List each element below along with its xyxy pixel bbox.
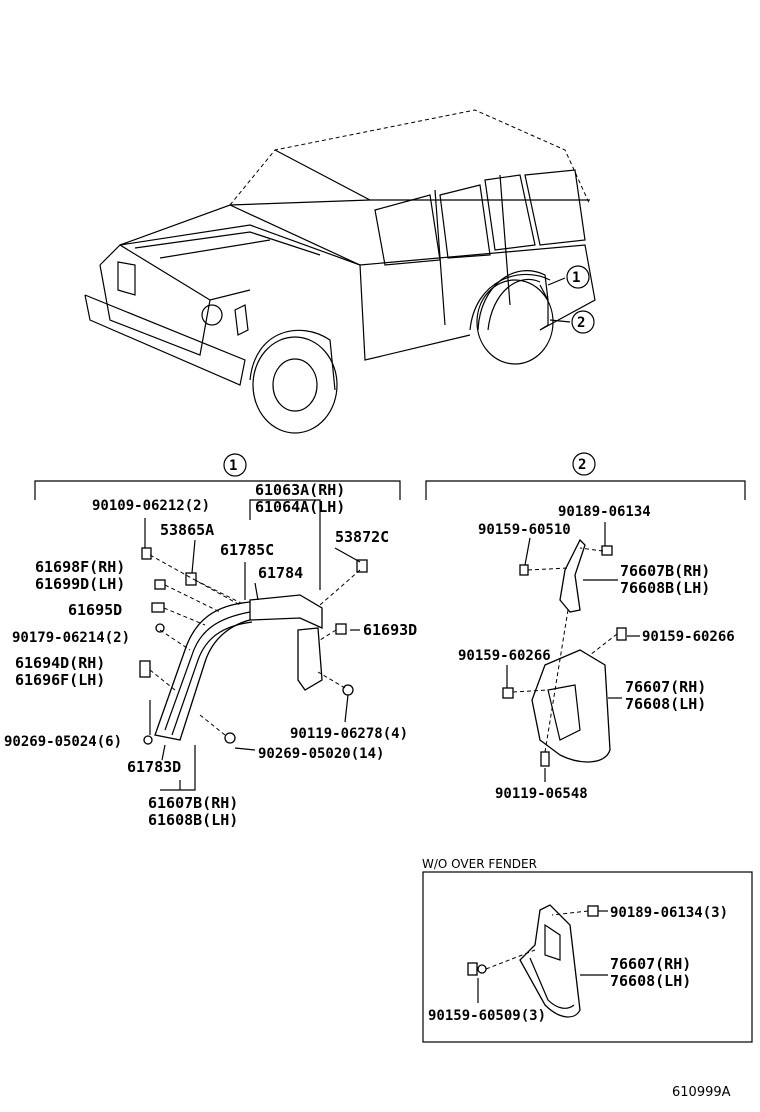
callout-2-top: 2 — [577, 315, 585, 331]
label-90109: 90109-06212(2) — [92, 498, 210, 514]
label-90179: 90179-06214(2) — [12, 630, 130, 646]
label-61698F: 61698F(RH) — [35, 558, 125, 576]
callout-1-top: 1 — [572, 270, 580, 286]
label-61607B: 61607B(RH) — [148, 794, 238, 812]
label-61784: 61784 — [258, 564, 303, 582]
label-61694D: 61694D(RH) — [15, 654, 105, 672]
vehicle-illustration: 1 2 — [84, 109, 596, 434]
label-61696F: 61696F(LH) — [15, 671, 105, 689]
inset-title: W/O OVER FENDER — [422, 857, 537, 871]
label-76607: 76607(RH) — [625, 678, 706, 696]
label-61699D: 61699D(LH) — [35, 575, 125, 593]
drawing-number: 610999A — [672, 1085, 731, 1100]
inset-label-90189: 90189-06134(3) — [610, 905, 728, 921]
callout-1: 1 — [229, 458, 237, 474]
label-76608: 76608(LH) — [625, 695, 706, 713]
label-90159-60510: 90159-60510 — [478, 522, 571, 538]
label-61695D: 61695D — [68, 601, 122, 619]
inset-without-over-fender: W/O OVER FENDER 90189-06134(3) 76607(RH)… — [422, 857, 753, 1043]
inset-label-76608: 76608(LH) — [610, 972, 691, 990]
label-61064A: 61064A(LH) — [255, 498, 345, 516]
callout-2: 2 — [578, 457, 586, 473]
label-90159-60266-right: 90159-60266 — [642, 629, 735, 645]
group-2-mudguard: 2 90189-06134 90159-60510 76607B(RH) 766… — [425, 452, 746, 802]
label-90119-06548: 90119-06548 — [495, 786, 588, 802]
label-90189-06134: 90189-06134 — [558, 504, 651, 520]
label-61608B: 61608B(LH) — [148, 811, 238, 829]
label-76607B: 76607B(RH) — [620, 562, 710, 580]
label-90119-06278: 90119-06278(4) — [290, 726, 408, 742]
label-61783D: 61783D — [127, 758, 181, 776]
inset-label-76607: 76607(RH) — [610, 955, 691, 973]
label-90269-05024: 90269-05024(6) — [4, 734, 122, 750]
label-61063A: 61063A(RH) — [255, 481, 345, 499]
label-53872C: 53872C — [335, 528, 389, 546]
label-90159-60266-left: 90159-60266 — [458, 648, 551, 664]
label-61785C: 61785C — [220, 541, 274, 559]
label-90269-05020: 90269-05020(14) — [258, 746, 384, 762]
label-76608B: 76608B(LH) — [620, 579, 710, 597]
group-1-over-fender: 1 61063A(RH) 61064A(LH) 90109-06212(2) 5… — [4, 453, 417, 829]
inset-label-90159-60509: 90159-60509(3) — [428, 1008, 546, 1024]
label-61693D: 61693D — [363, 621, 417, 639]
label-53865A: 53865A — [160, 521, 214, 539]
